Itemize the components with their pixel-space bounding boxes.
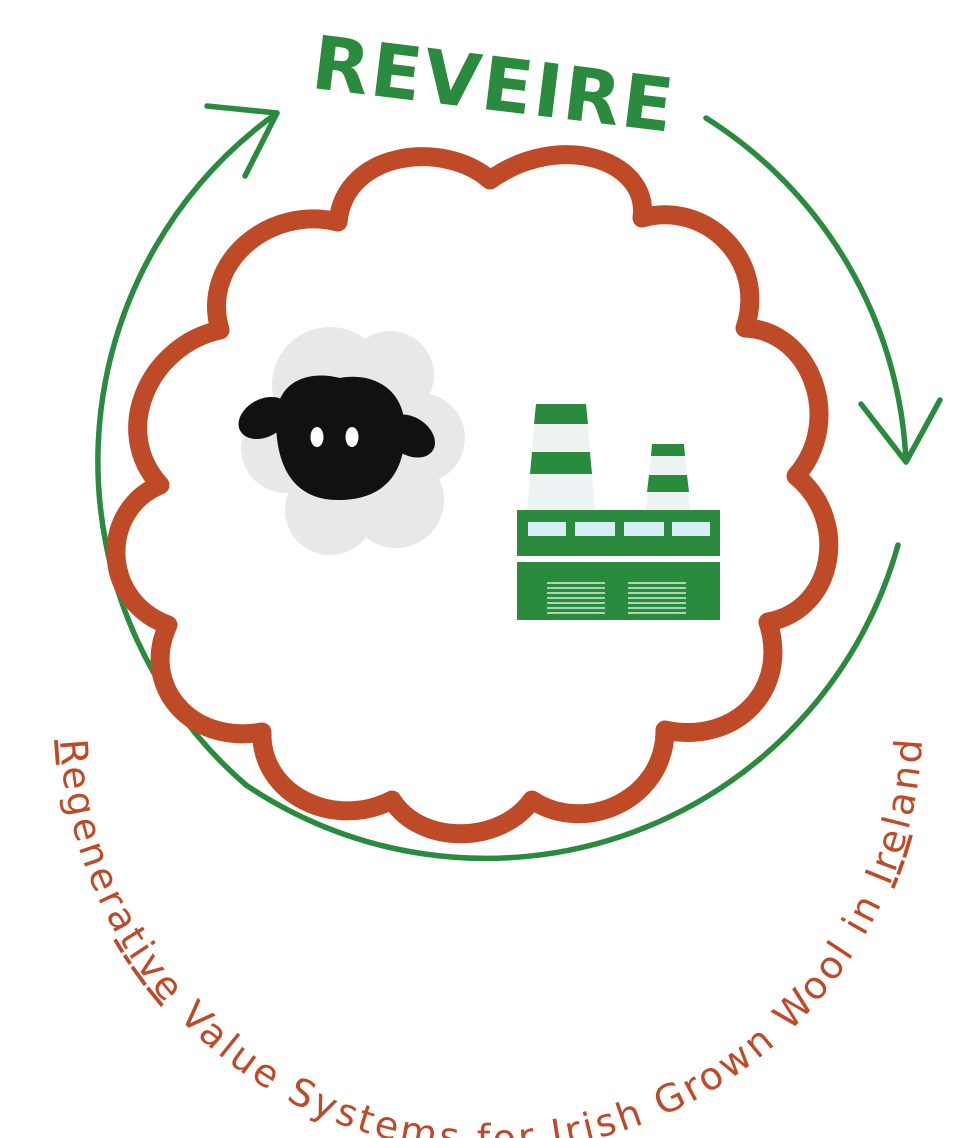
factory-doors xyxy=(547,578,686,620)
logo-title: REVEIRE xyxy=(308,20,680,150)
cycle-arrow-bottom xyxy=(243,542,901,862)
sheep-head xyxy=(238,375,436,500)
tagline-segment: R xyxy=(51,737,97,766)
tagline-segment: land xyxy=(874,737,931,832)
sheep-icon xyxy=(238,327,465,555)
factory-windows xyxy=(528,522,710,536)
wool-cloud-outline xyxy=(106,145,839,844)
factory-icon xyxy=(517,404,720,620)
tagline-segment: egenera xyxy=(53,763,147,939)
cycle-arrow-right-top xyxy=(703,115,909,465)
arrowhead-left-icon xyxy=(204,103,280,179)
arrowhead-right-icon xyxy=(858,397,943,465)
sheep-eyes xyxy=(310,427,359,447)
tagline-segment: Value Systems for Irish Grown Wool in xyxy=(161,875,896,1138)
